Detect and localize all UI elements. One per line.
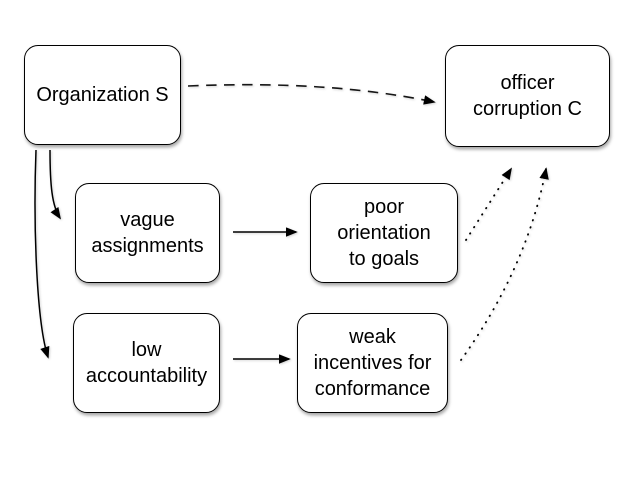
node-label-weak-incentives: weak incentives for conformance: [313, 326, 432, 400]
node-officer-corruption: officer corruption C: [445, 45, 610, 147]
node-label-poor-orientation: poor orientation to goals: [337, 196, 431, 270]
edge-organization-to-officer-corruption-dashed-arrow: [187, 83, 436, 105]
node-organization-s: Organization S: [24, 45, 181, 145]
node-label-officer-corruption: officer corruption C: [473, 72, 582, 120]
node-label-vague-assignments: vague assignments: [91, 209, 204, 257]
edge-poor-orientation-to-officer-corruption-dotted-arrow: [465, 167, 512, 241]
node-poor-orientation: poor orientation to goals: [310, 183, 458, 283]
node-label-low-accountability: low accountability: [85, 339, 208, 387]
edge-weak-incentives-to-officer-corruption-dotted-arrow: [460, 167, 549, 361]
node-label-organization-s: Organization S: [36, 84, 169, 106]
edge-organization-to-vague-assignments-arrow: [49, 149, 61, 220]
node-weak-incentives: weak incentives for conformance: [297, 313, 448, 413]
node-low-accountability: low accountability: [73, 313, 220, 413]
edge-organization-to-low-accountability-arrow: [34, 149, 50, 359]
node-vague-assignments: vague assignments: [75, 183, 220, 283]
